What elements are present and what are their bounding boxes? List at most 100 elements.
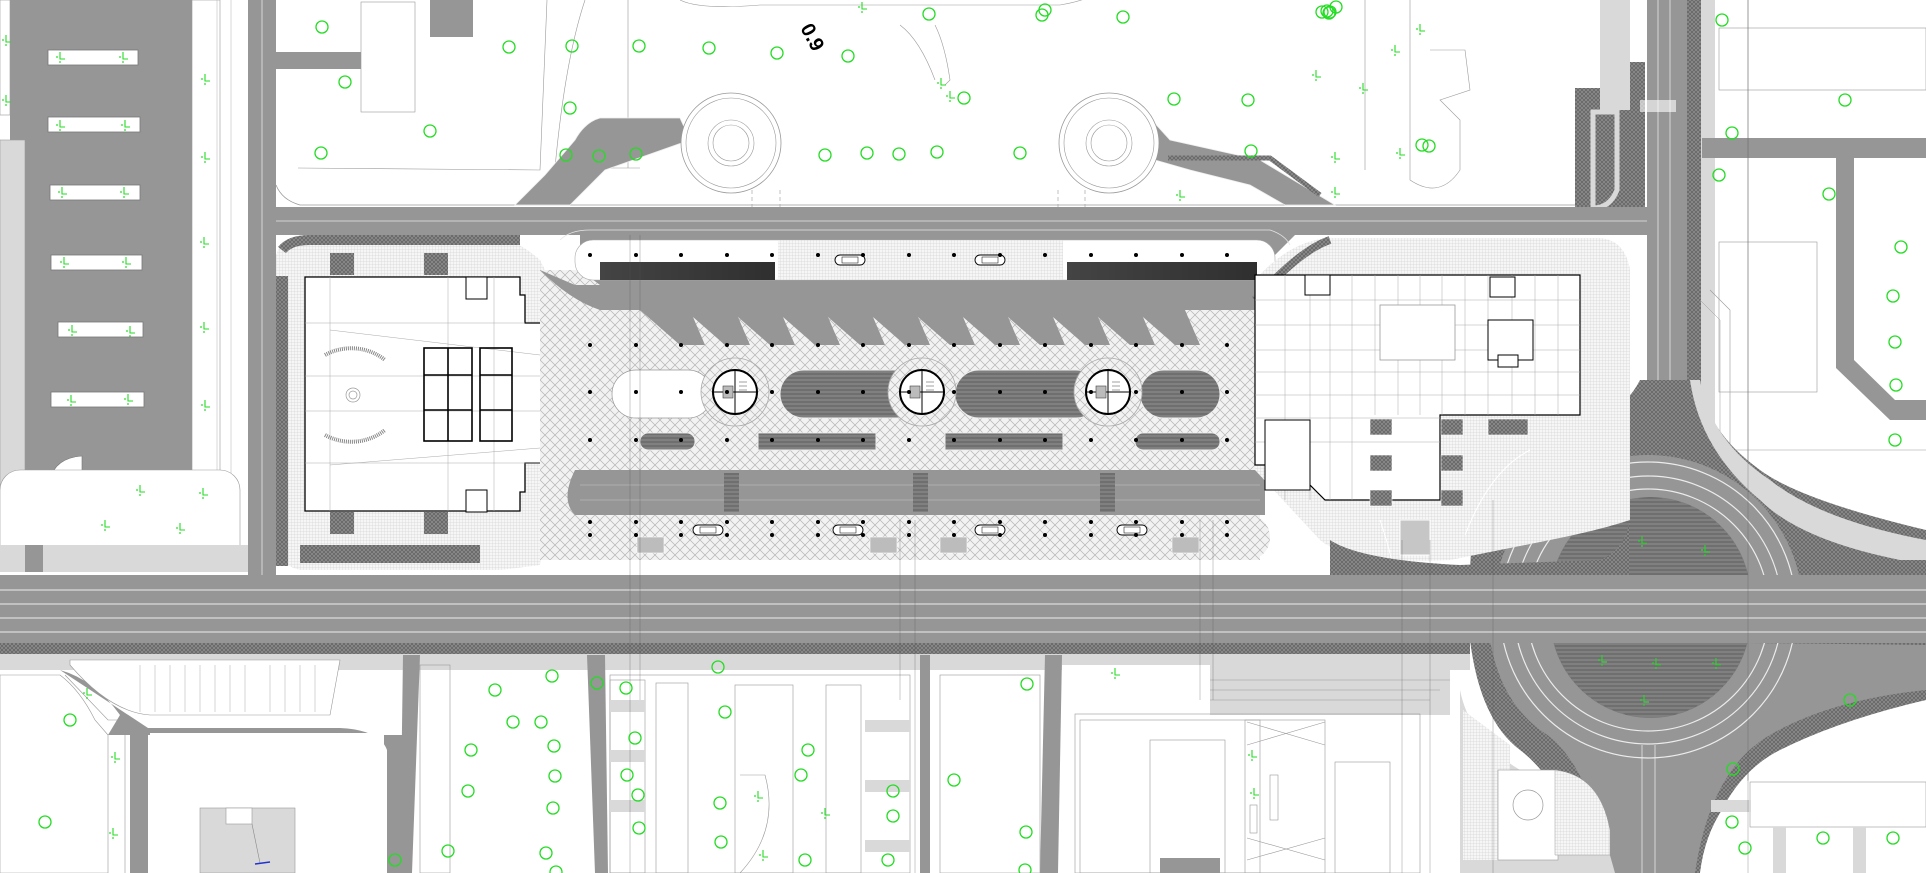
round-kiosk-left [680,92,782,194]
stair-core [1073,357,1143,427]
tree-icon [1816,831,1830,845]
tree-icon [628,731,642,745]
shrub-icon [1331,152,1340,163]
shrub-icon [101,520,110,531]
shrub-icon [201,152,210,163]
tree-icon [1244,144,1258,158]
crosswalks-lower-lane [724,473,1115,512]
tree-icon [881,853,895,867]
bus-shelter-icon [832,524,864,536]
shrub-icon [1248,750,1257,761]
left-parking-lot [0,0,248,572]
tree-icon [1315,5,1329,19]
tree-icon [1738,841,1752,855]
shrub-icon [200,322,209,333]
shrub-icon [1598,655,1607,666]
shrub-icon [1640,695,1649,706]
main-horizontal-road [0,575,1926,643]
tree-icon [1843,693,1857,707]
shrub-icon [1416,24,1425,35]
shrub-icon [68,325,77,336]
tree-icon [860,146,874,160]
tree-icon [388,853,402,867]
tree-icon [1886,289,1900,303]
tree-icon [1715,13,1729,27]
tree-icon [841,49,855,63]
tree-icon [619,681,633,695]
guide-lines [629,0,1749,873]
shrub-icon [1396,148,1405,159]
bus-shelter-icon [974,524,1006,536]
tree-icon [546,801,560,815]
canopy-left [600,262,775,280]
tree-icon [563,101,577,115]
shrub-icon [122,257,131,268]
tree-icon [1241,93,1255,107]
tree-icon [1116,10,1130,24]
shrub-icon [1111,668,1120,679]
shrub-icon [1176,190,1185,201]
shrub-icon [201,74,210,85]
shrub-icon [821,808,830,819]
shrub-icon [126,326,135,337]
tree-icon [892,147,906,161]
tree-icon [818,148,832,162]
tree-icon [631,788,645,802]
tree-icon [798,853,812,867]
stair-core [700,357,770,427]
shrub-icon [119,52,128,63]
tree-icon [886,809,900,823]
tree-icon [930,145,944,159]
tree-icon [565,39,579,53]
shrub-icon [1331,187,1340,198]
tree-icon [947,773,961,787]
lower-district [0,655,1926,873]
tree-icon [559,148,573,162]
bus-shelter-icon [834,254,866,266]
shrub-icon [56,52,65,63]
tree-icon [502,40,516,54]
tree-icon [1725,126,1739,140]
tree-icon [549,865,563,873]
shrub-icon [67,395,76,406]
tree-icon [718,705,732,719]
shrub-icon [201,400,210,411]
station-east-building [1252,236,1630,576]
tree-icon [801,743,815,757]
column-grid [588,253,1229,537]
shrub-icon [120,187,129,198]
shrub-icon [58,187,67,198]
tree-icon [1320,4,1334,18]
shrub-icon [2,35,11,46]
tree-icon [1167,92,1181,106]
tree-icon [1886,831,1900,845]
shrub-icon [1391,45,1400,56]
tree-icon [464,743,478,757]
shrub-icon [1359,83,1368,94]
shrub-icon [754,791,763,802]
tree-icon [794,768,808,782]
tree-icon [488,683,502,697]
shrub-icon [176,523,185,534]
shrub-icon [946,91,955,102]
tree-icon [620,768,634,782]
tree-icon [714,835,728,849]
tree-icon [1838,93,1852,107]
shrub-icon [937,78,946,89]
bus-shelter-icon [1116,524,1148,536]
shrub-icon [56,120,65,131]
platform-island-3 [1139,369,1221,419]
tree-icon [547,739,561,753]
tree-icon [314,146,328,160]
shrub-icon [1250,788,1259,799]
tree-icon [534,715,548,729]
tree-icon [629,147,643,161]
tree-icon [1712,168,1726,182]
round-kiosk-right [1058,92,1160,194]
tree-icon [441,844,455,858]
stair-core [887,357,957,427]
tree-icon [1020,677,1034,691]
canopy-right [1067,262,1257,280]
tree-icon [423,124,437,138]
